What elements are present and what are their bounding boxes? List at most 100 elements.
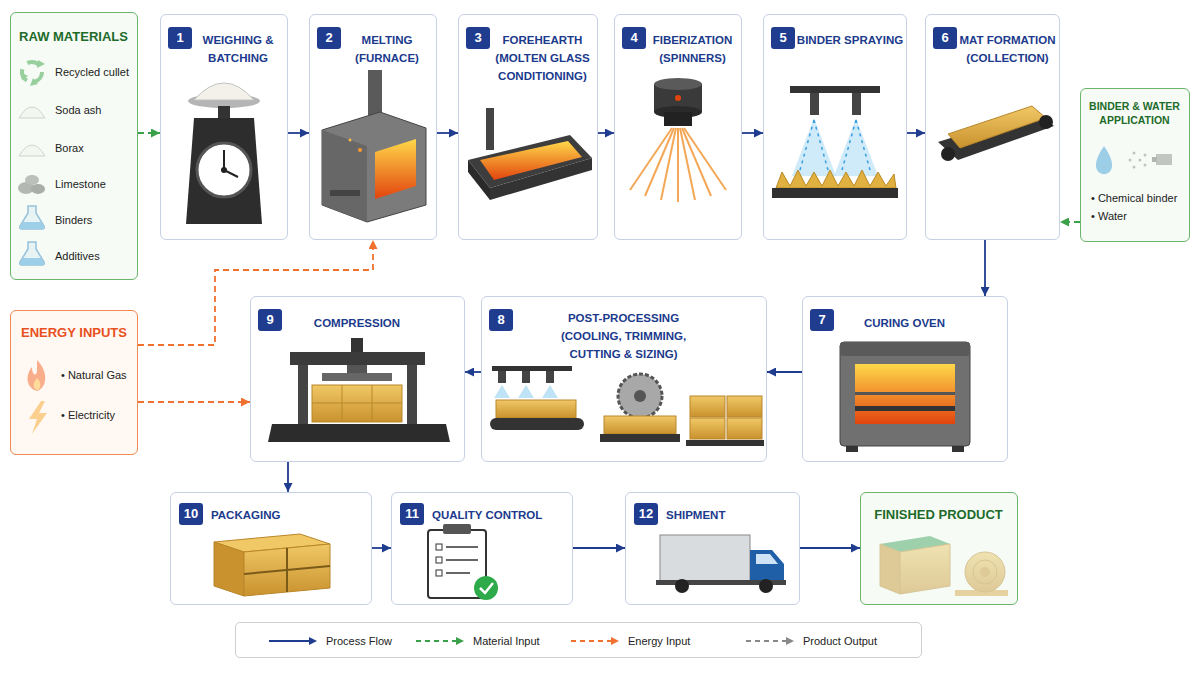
process-box: 4FIBERIZATION (SPINNERS) <box>614 14 742 240</box>
spinner-illustration <box>684 128 726 190</box>
process-box: 1WEIGHING & BATCHING <box>160 14 288 240</box>
step-number: 6 <box>933 27 957 49</box>
process-box: 9COMPRESSION <box>250 296 465 462</box>
energy-item: • Electricity <box>61 408 135 422</box>
press-illustration <box>347 365 367 373</box>
post-processing-illustration <box>546 371 554 383</box>
flow-arrow <box>288 132 309 134</box>
flow-arrow <box>573 547 625 549</box>
process-box: 3FOREHEARTH (MOLTEN GLASS CONDITIONING) <box>458 14 598 240</box>
binder-spray-illustration <box>772 188 898 198</box>
scale-illustration <box>194 83 254 100</box>
truck-illustration <box>660 535 750 581</box>
material-item: Binders <box>55 213 135 227</box>
legend-line <box>269 640 310 642</box>
step-title: BINDER SPRAYING <box>796 31 904 49</box>
spinner-illustration <box>677 128 679 202</box>
clipboard-illustration <box>446 572 470 574</box>
step-title: CURING OVEN <box>837 314 972 332</box>
material-item: Borax <box>55 141 135 155</box>
process-box: 7CURING OVEN <box>802 296 1008 462</box>
post-processing-illustration <box>618 374 662 418</box>
panel-heading: BINDER & WATER APPLICATION <box>1083 99 1186 127</box>
package-illustration <box>214 542 244 596</box>
flow-arrow <box>907 132 925 134</box>
legend-text: Energy Input <box>628 634 690 648</box>
flow-arrow <box>800 547 860 549</box>
oven-illustration <box>846 446 858 452</box>
legend-box: Process FlowMaterial InputEnergy InputPr… <box>235 622 922 658</box>
spinner-illustration <box>630 128 726 202</box>
furnace-illustration <box>322 130 367 222</box>
process-box: 8 POST-PROCESSING (COOLING, TRIMMING, CUT… <box>481 296 767 462</box>
post-processing-illustration <box>490 366 764 446</box>
press-illustration <box>351 338 363 354</box>
press-illustration <box>268 424 450 442</box>
step-number: 11 <box>400 503 424 525</box>
package-illustration <box>244 566 330 574</box>
flow-arrow <box>742 132 763 134</box>
post-processing-illustration <box>634 390 646 402</box>
binder-spray-illustration <box>814 120 828 170</box>
spinner-illustration <box>661 128 676 200</box>
conveyor-illustration <box>1039 115 1053 129</box>
oven-illustration <box>840 342 970 446</box>
legend-line <box>416 640 457 642</box>
raw-materials-panel: RAW MATERIALSRecycled culletSoda ashBora… <box>10 12 138 280</box>
flow-arrow <box>598 132 614 134</box>
clipboard-illustration <box>446 559 478 561</box>
scale-illustration <box>218 106 230 118</box>
spinner-illustration <box>675 95 681 101</box>
legend-line-sample <box>571 635 621 647</box>
post-processing-illustration <box>496 400 576 418</box>
scale-illustration <box>186 118 262 224</box>
binder-spray-illustration <box>834 118 878 176</box>
step-title: POST-PROCESSING (COOLING, TRIMMING, CUTT… <box>540 309 707 363</box>
flow-arrow <box>767 371 802 373</box>
conveyor-illustration <box>941 147 955 161</box>
post-processing-illustration <box>494 385 510 398</box>
flow-arrow <box>984 240 986 296</box>
process-box: 10PACKAGING <box>170 492 372 605</box>
binder-spray-illustration <box>776 170 896 188</box>
binder-spray-illustration <box>800 120 870 170</box>
truck-illustration <box>759 579 773 593</box>
clipboard-illustration <box>474 576 498 600</box>
oven-illustration <box>855 406 955 411</box>
legend-line <box>571 640 612 642</box>
clipboard-illustration <box>436 557 442 563</box>
step-title: SHIPMENT <box>666 506 794 524</box>
binder-spray-illustration <box>800 120 814 170</box>
material-item: Limestone <box>55 177 135 191</box>
truck-illustration <box>656 535 786 593</box>
legend-line-sample <box>269 635 319 647</box>
post-processing-illustration <box>604 416 676 434</box>
step-number: 8 <box>489 309 513 331</box>
oven-illustration <box>840 342 970 452</box>
legend-arrowhead <box>456 637 464 645</box>
post-processing-illustration <box>686 440 764 446</box>
binder-spray-illustration <box>842 120 856 170</box>
oven-illustration <box>952 446 964 452</box>
energy-panel: ENERGY INPUTS• Natural Gas• Electricity <box>10 310 138 455</box>
furnace-illustration <box>322 70 426 222</box>
package-illustration <box>214 534 330 596</box>
flow-arrow <box>465 371 481 373</box>
process-box: 6MAT FORMATION (COLLECTION) <box>925 14 1060 240</box>
oven-illustration <box>855 392 955 395</box>
legend-arrowhead <box>786 637 794 645</box>
spinner-illustration <box>664 112 692 126</box>
process-box: 2MELTING (FURNACE) <box>309 14 437 240</box>
binder-spray-illustration <box>790 86 880 93</box>
furnace-illustration <box>330 190 360 196</box>
press-illustration <box>268 338 450 442</box>
binder-spray-illustration <box>852 93 861 115</box>
material-item: Additives <box>55 249 135 263</box>
step-title: FIBERIZATION (SPINNERS) <box>646 31 739 67</box>
post-processing-illustration <box>522 371 530 383</box>
legend-text: Material Input <box>473 634 540 648</box>
legend-text: Process Flow <box>326 634 392 648</box>
step-number: 12 <box>634 503 658 525</box>
process-box: 5BINDER SPRAYING <box>763 14 907 240</box>
